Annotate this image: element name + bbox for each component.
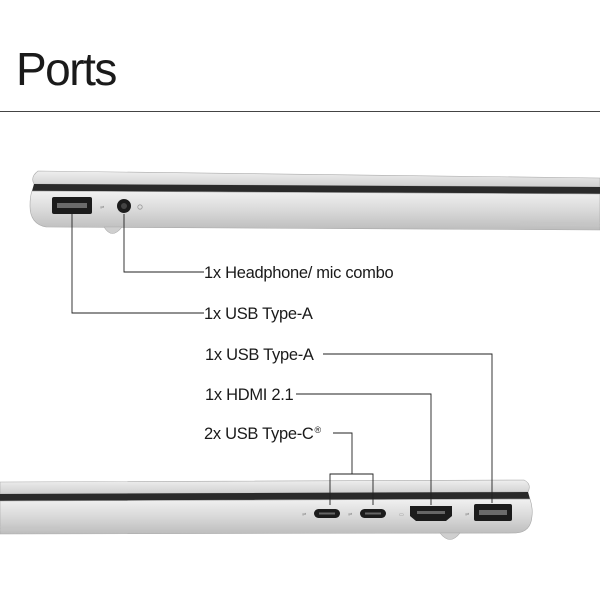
laptop-left-side: ⇌ [29, 170, 600, 234]
callout-usb-type-a-right: 1x USB Type-A [205, 346, 314, 364]
svg-text:⇌: ⇌ [465, 512, 469, 518]
bottom-callout-lines [296, 353, 493, 505]
usb-c-port-icon: ⇌ [348, 509, 386, 518]
registered-mark: ® [314, 425, 322, 435]
usb-a-port-icon: ⇌ [52, 197, 104, 214]
laptop-right-side: ⇌ ⇌ ▭ ⇌ [0, 479, 533, 540]
callout-headphone-mic-combo: 1x Headphone/ mic combo [204, 264, 394, 282]
svg-text:▭: ▭ [399, 512, 404, 518]
title-divider [0, 111, 600, 112]
usb-c-port-icon: ⇌ [302, 509, 340, 518]
callout-hdmi: 1x HDMI 2.1 [205, 386, 294, 404]
headphone-jack-icon [117, 199, 143, 213]
svg-text:⇌: ⇌ [302, 512, 306, 518]
hdmi-port-icon: ▭ [399, 506, 452, 521]
top-callout-lines [71, 214, 204, 314]
page-title: Ports [16, 43, 117, 95]
usb-a-port-icon: ⇌ [465, 504, 512, 521]
callout-usb-type-a-left: 1x USB Type-A [204, 305, 313, 323]
callout-usb-type-c-text: 2x USB Type-C [204, 425, 314, 443]
svg-text:⇌: ⇌ [348, 512, 352, 518]
callout-usb-type-c: 2x USB Type-C® [204, 426, 321, 443]
svg-text:⇌: ⇌ [100, 205, 104, 211]
